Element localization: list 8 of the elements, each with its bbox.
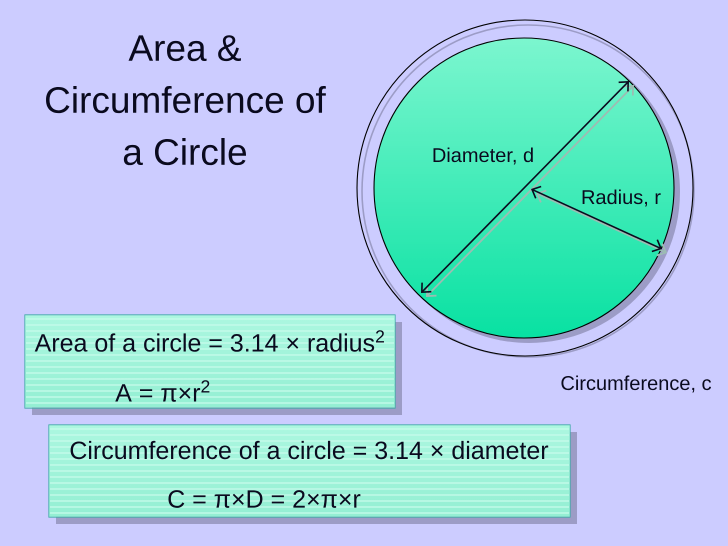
circumference-label: Circumference, c — [561, 375, 712, 393]
formula-box — [24, 314, 402, 415]
title: Area & Circumference of a Circle — [46, 35, 326, 166]
formula-text: Circumference of a circle = 3.14 × diameter — [70, 440, 548, 460]
equation: C = π×D = 2×π×r — [168, 490, 360, 508]
formula-text: Area of a circle = 3.14 × radius$^{2}$ — [34, 330, 384, 352]
equation: A = π×r$^{2}$ — [115, 380, 210, 402]
formula-box — [48, 424, 577, 524]
